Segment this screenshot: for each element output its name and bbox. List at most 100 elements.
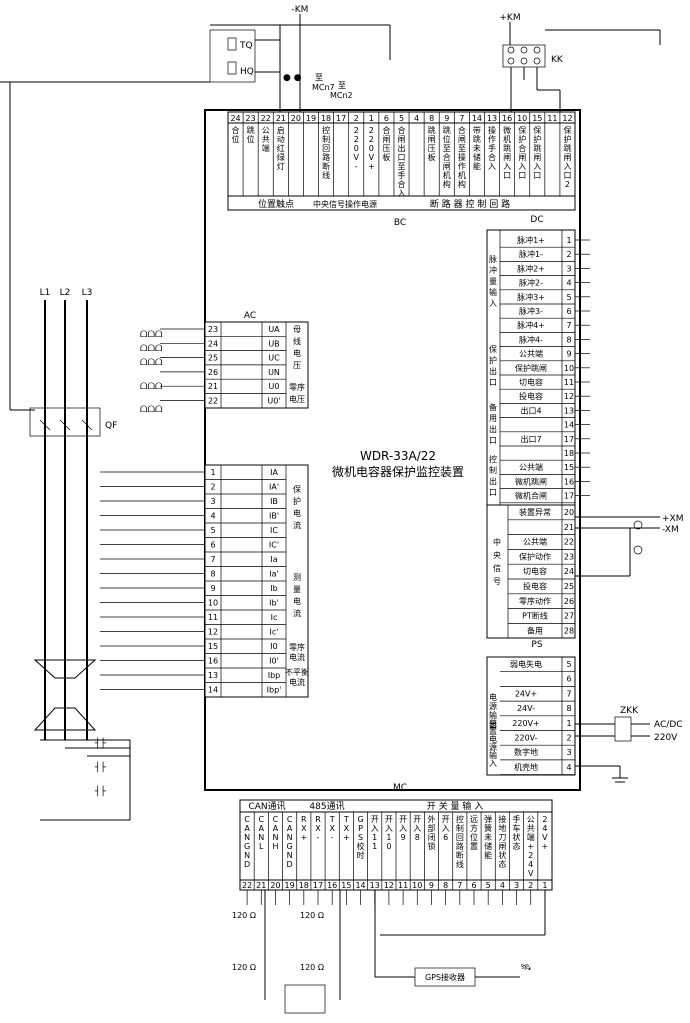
svg-text:V: V: [353, 153, 359, 162]
svg-text:输: 输: [489, 710, 497, 720]
svg-text:操: 操: [488, 125, 496, 135]
svg-text:A: A: [244, 824, 250, 833]
central-row-label-4: 切电容: [523, 566, 547, 576]
aci-terminal-6: 6: [210, 541, 215, 550]
svg-text:控: 控: [456, 814, 464, 824]
qf-label: QF: [105, 421, 117, 431]
mc-terminal-8: 8: [443, 881, 448, 890]
svg-text:N: N: [258, 833, 264, 842]
to-mcn2-label: 至: [338, 81, 346, 90]
svg-text:路: 路: [322, 152, 330, 162]
svg-text:出: 出: [398, 143, 406, 153]
svg-text:C: C: [244, 815, 250, 824]
ps-terminal-8: 8: [566, 704, 571, 713]
svg-text:出: 出: [489, 366, 497, 376]
capacitor-2-icon: ┤├: [94, 761, 106, 773]
aci-terminal-13: 13: [208, 671, 218, 680]
svg-text:+: +: [542, 842, 549, 851]
aci-label-12: I0: [270, 642, 277, 651]
svg-text:位: 位: [470, 832, 478, 842]
dc-terminal-10: 11: [564, 378, 574, 387]
acv-group-zero-2: 电压: [289, 394, 305, 404]
acv-label-2: UC: [268, 354, 280, 363]
aci-group-unbal-1: 不平衡: [285, 667, 309, 677]
capacitor-1-icon: ┤├: [94, 737, 106, 749]
ps-row-label-6: 数字地: [514, 747, 538, 757]
mc-label-5: RX-: [315, 815, 321, 842]
svg-text:带: 带: [473, 126, 481, 135]
svg-text:+: +: [527, 842, 534, 851]
svg-text:N: N: [272, 833, 278, 842]
dc-terminal-7: 8: [566, 335, 571, 344]
svg-text:构: 构: [458, 179, 466, 189]
mc-terminal-9: 9: [429, 881, 434, 890]
central-row-label-2: 公共端: [523, 537, 547, 547]
svg-text:板: 板: [428, 152, 436, 162]
svg-text:制: 制: [489, 465, 497, 475]
dc-terminal-5: 6: [566, 307, 571, 316]
r120-label-3: 120 Ω: [232, 963, 256, 972]
svg-text:线: 线: [293, 336, 301, 346]
svg-text:态: 态: [513, 841, 521, 851]
acv-terminal-24: 24: [208, 339, 218, 348]
svg-text:位: 位: [443, 134, 451, 144]
supply-wiring: -KM TQ HQ ● ● 至 MCn7 至 MCn2 +KM KK: [0, 5, 661, 411]
svg-text:2: 2: [369, 135, 374, 144]
ps-terminal-7: 7: [566, 689, 571, 698]
svg-text:闸: 闸: [443, 162, 451, 171]
dc-row-label-7: 脉冲4-: [519, 334, 543, 344]
svg-text:压: 压: [382, 144, 390, 153]
svg-text:G: G: [287, 842, 293, 851]
bc-terminal-4: 4: [414, 114, 419, 123]
aci-terminal-7: 7: [210, 555, 215, 564]
svg-text:冲: 冲: [489, 265, 497, 275]
svg-text:测: 测: [293, 573, 301, 582]
zkk-wiring: ZKK AC/DC 220V: [575, 706, 683, 783]
phase-label-l2: L2: [60, 288, 71, 298]
svg-text:口: 口: [533, 171, 541, 180]
mc-label-12: 开入8: [413, 815, 421, 842]
mc-terminal-21: 21: [256, 881, 266, 890]
svg-text:+: +: [368, 162, 375, 171]
bc-terminal-8: 8: [429, 114, 434, 123]
device-name: 微机电容器保护监控装置: [332, 464, 464, 479]
svg-text:口: 口: [398, 153, 406, 162]
aci-terminal-15: 15: [208, 642, 218, 651]
svg-text:G: G: [357, 815, 363, 824]
svg-text:手: 手: [513, 814, 521, 824]
pt-coil-3-icon: ᗝᗝᗝ: [140, 358, 163, 368]
svg-text:未: 未: [473, 143, 481, 153]
svg-text:储: 储: [473, 152, 481, 162]
svg-text:入: 入: [503, 162, 511, 171]
acv-terminal-21: 21: [208, 382, 218, 391]
v220-label: 220V: [654, 733, 678, 743]
svg-text:动: 动: [277, 134, 285, 144]
svg-text:合: 合: [488, 152, 496, 162]
aci-label-2: IB: [270, 497, 278, 506]
svg-text:护: 护: [563, 134, 571, 144]
aci-label-7: Ia': [269, 570, 278, 579]
bc-terminal-2: 2: [354, 114, 359, 123]
svg-text:手: 手: [488, 143, 496, 153]
svg-text:源: 源: [489, 743, 497, 752]
svg-text:口: 口: [503, 171, 511, 180]
svg-text:源: 源: [489, 702, 497, 711]
svg-text:闸: 闸: [518, 153, 526, 162]
tq-label: TQ: [239, 41, 253, 51]
dc-row-label-5: 脉冲3-: [519, 306, 543, 316]
dc-row-label-16: 公共端: [519, 462, 543, 472]
bc-terminal-5: 5: [399, 114, 404, 123]
mc-terminal-15: 15: [341, 881, 351, 890]
aci-terminal-16: 16: [208, 657, 218, 666]
svg-text:2: 2: [354, 135, 359, 144]
svg-text:弹: 弹: [484, 814, 492, 824]
bc-terminal-18: 18: [321, 114, 331, 123]
